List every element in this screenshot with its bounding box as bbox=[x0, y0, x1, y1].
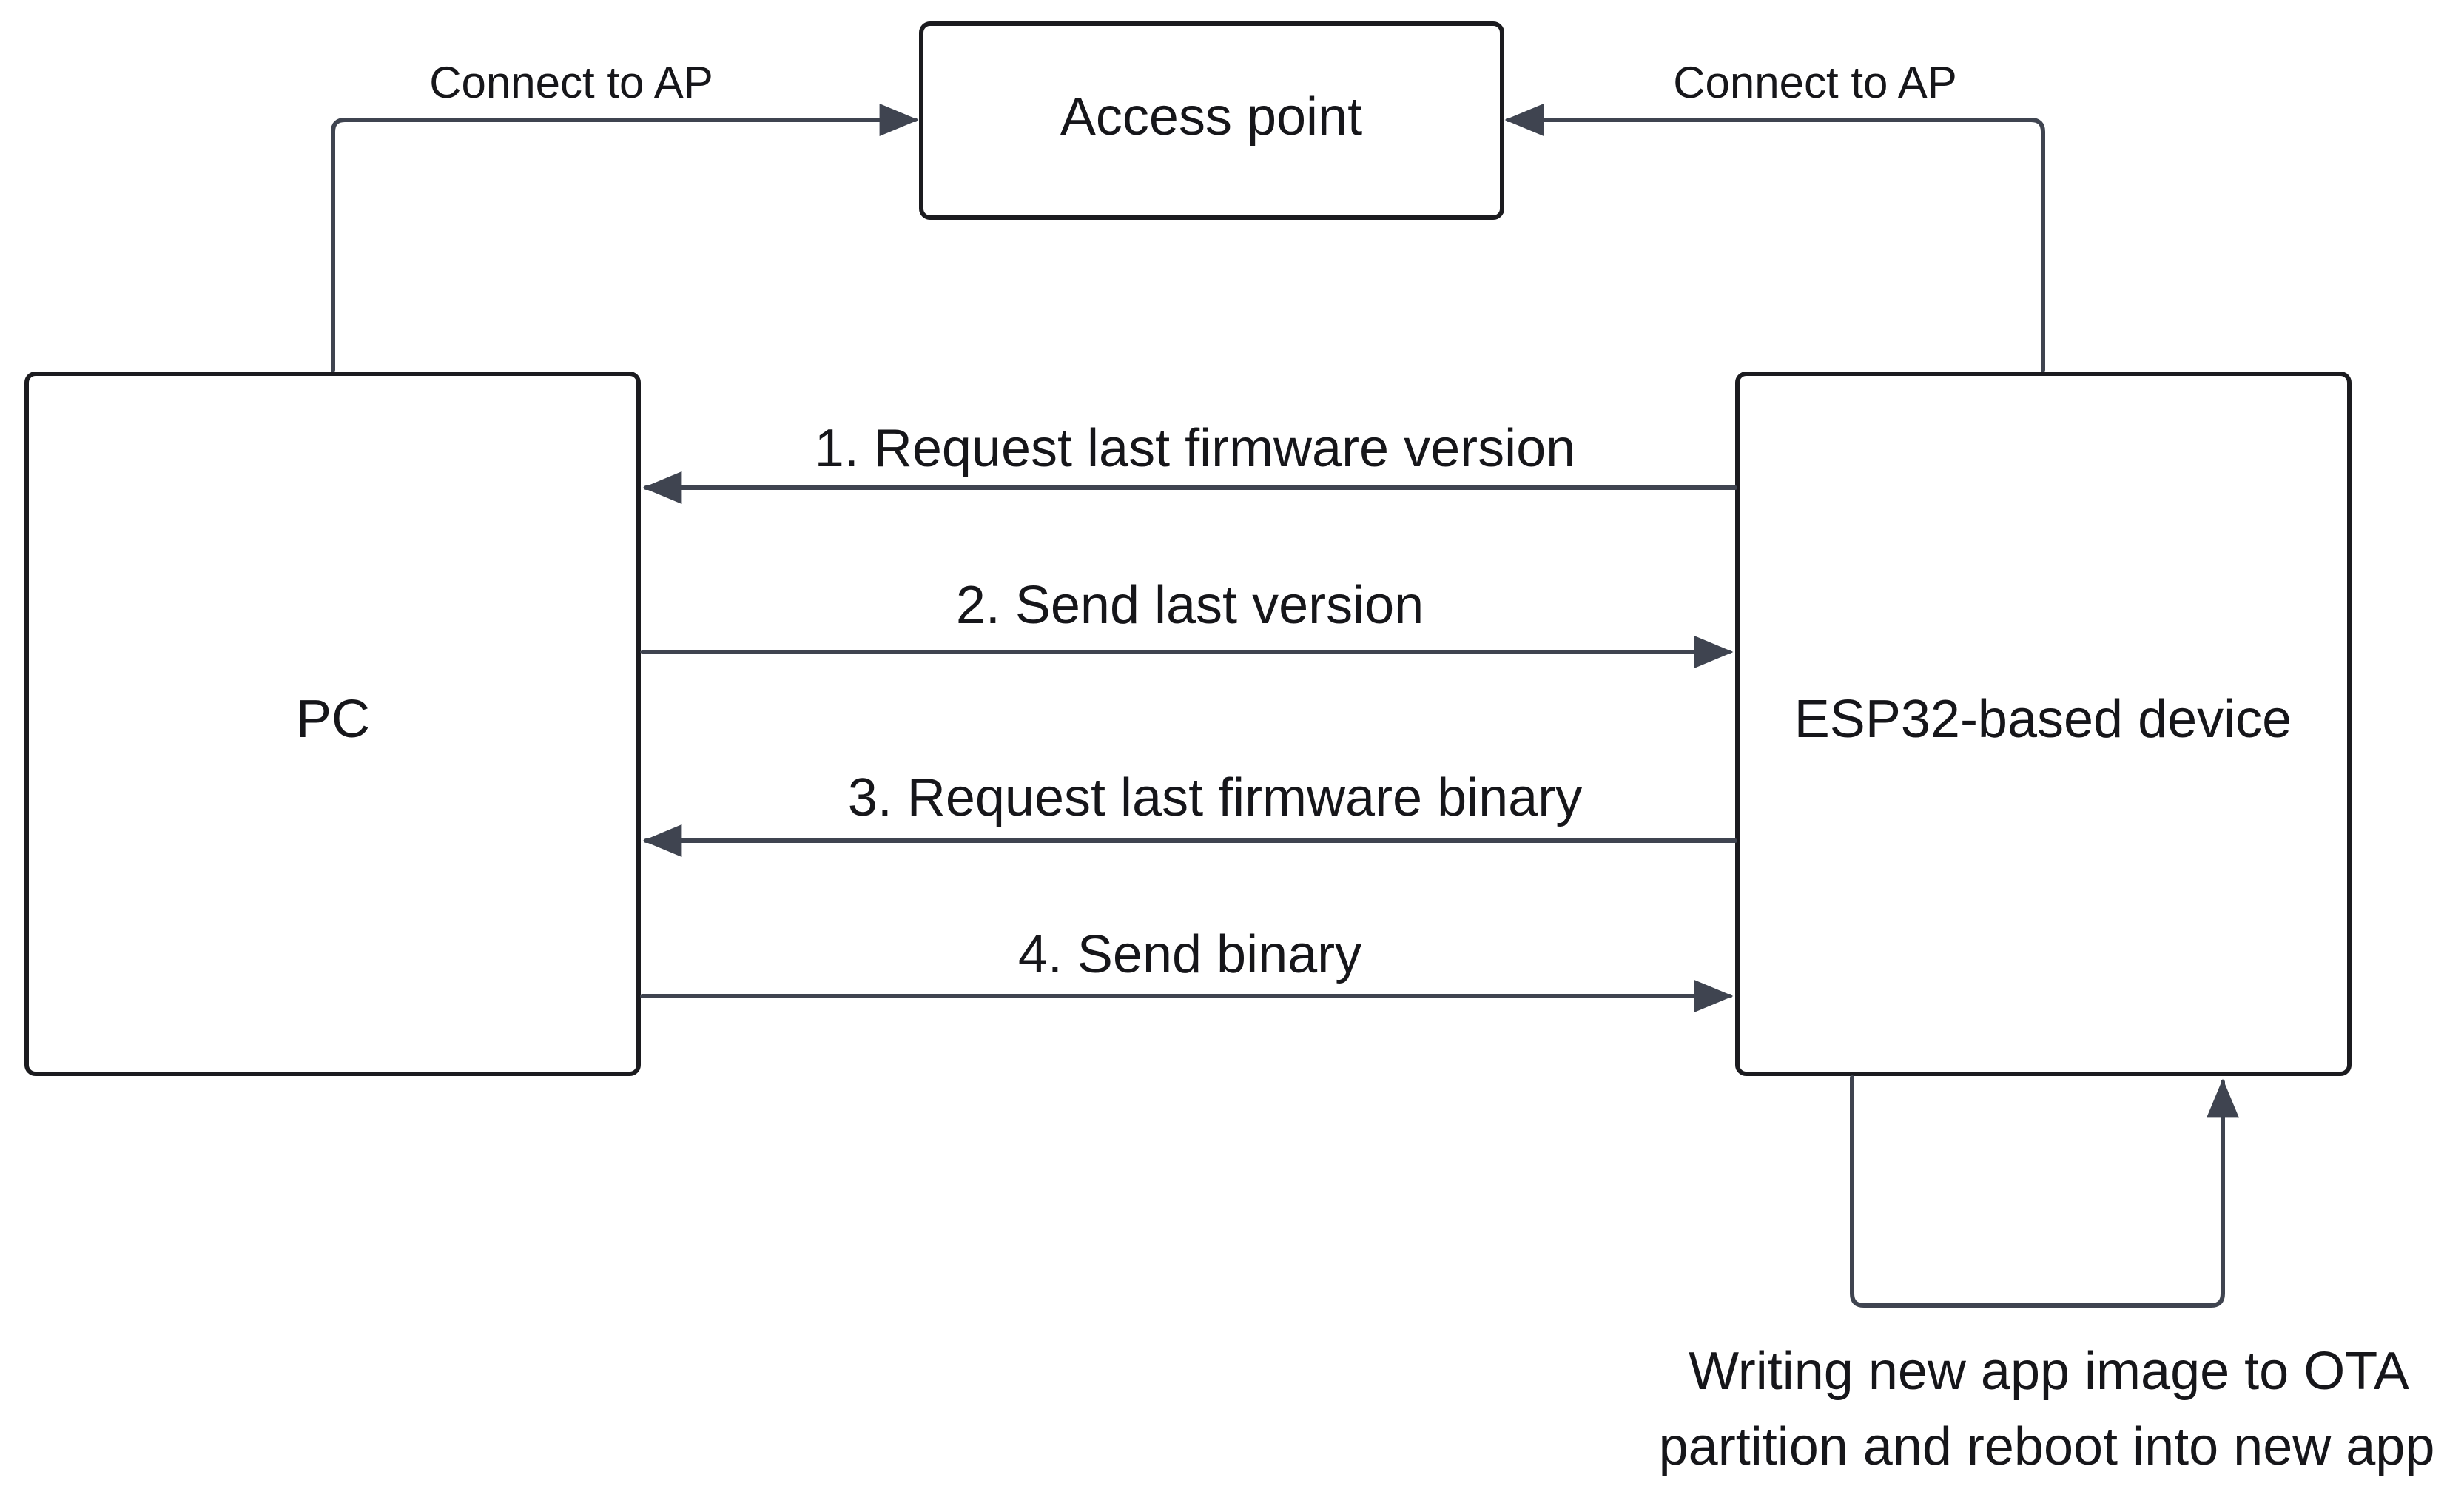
pc-box bbox=[24, 372, 641, 1076]
device-connect-arrow bbox=[1504, 104, 2045, 372]
self-loop-edge: Writing new app image to OTA partition a… bbox=[1659, 1075, 2435, 1476]
step3-edge: 3. Request last firmware binary bbox=[642, 768, 1737, 857]
self-loop-arrow bbox=[1850, 1075, 2239, 1308]
esp32-device-label: ESP32-based device bbox=[1794, 690, 2292, 749]
step2-label: 2. Send last version bbox=[956, 576, 1424, 635]
device-connect-label: Connect to AP bbox=[1673, 58, 1957, 107]
esp32-device-box bbox=[1735, 372, 2352, 1076]
self-loop-label-line1: Writing new app image to OTA bbox=[1689, 1342, 2409, 1401]
access-point-box bbox=[919, 21, 1504, 220]
step1-label: 1. Request last firmware version bbox=[815, 419, 1575, 478]
step2-edge: 2. Send last version bbox=[640, 576, 1734, 668]
step3-label: 3. Request last firmware binary bbox=[848, 768, 1582, 827]
device-connect-edge: Connect to AP bbox=[1504, 58, 2045, 372]
access-point-label: Access point bbox=[1060, 87, 1362, 147]
pc-connect-arrow bbox=[331, 104, 919, 372]
pc-connect-edge: Connect to AP bbox=[331, 58, 919, 372]
pc-label: PC bbox=[296, 690, 370, 749]
esp32-device-node: ESP32-based device bbox=[1735, 372, 2352, 1076]
step4-edge: 4. Send binary bbox=[640, 925, 1734, 1012]
pc-node: PC bbox=[24, 372, 641, 1076]
pc-connect-label: Connect to AP bbox=[429, 58, 713, 107]
step4-label: 4. Send binary bbox=[1018, 925, 1361, 984]
self-loop-label-line2: partition and reboot into new app bbox=[1659, 1417, 2435, 1476]
access-point-node: Access point bbox=[919, 21, 1504, 220]
step1-edge: 1. Request last firmware version bbox=[642, 419, 1737, 504]
